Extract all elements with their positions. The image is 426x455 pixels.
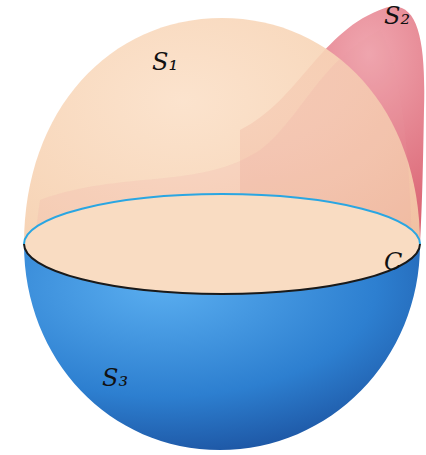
surface-s1 xyxy=(24,18,420,294)
curve-label: C xyxy=(384,250,402,274)
surface-label: S₂ xyxy=(384,4,410,28)
boundary-disc xyxy=(24,194,420,294)
surface-label: S₃ xyxy=(102,366,128,390)
curve-c-lower xyxy=(24,244,420,294)
surface-label: S₁ xyxy=(152,50,178,74)
curve-c-upper xyxy=(24,194,420,244)
